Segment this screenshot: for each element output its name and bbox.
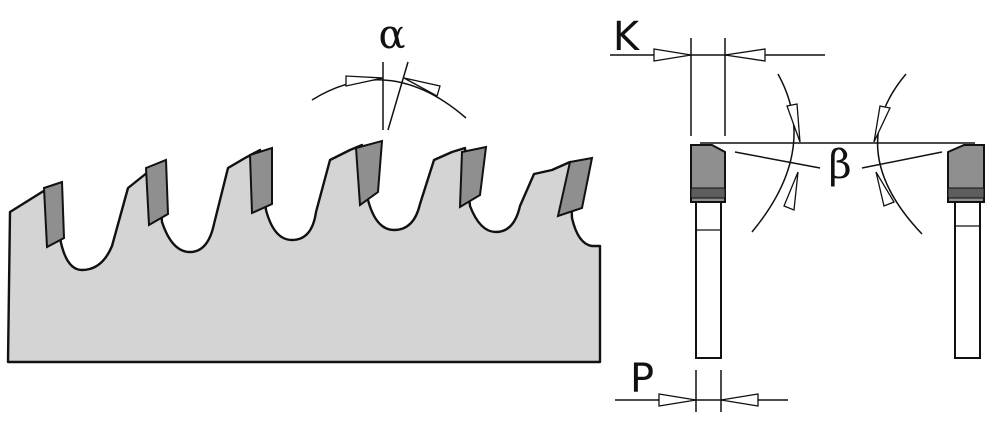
clearance-arrow-right-lower — [875, 171, 895, 207]
blade-plate-side-right — [954, 201, 981, 359]
rake-angle-indicator: α — [311, 12, 467, 131]
carbide-tip-band-right — [947, 187, 985, 199]
clearance-line-right — [861, 151, 943, 169]
clearance-arrow-left-lower — [783, 171, 799, 211]
rake-angle-label: α — [378, 12, 405, 58]
saw-blade-profile — [6, 139, 602, 364]
rake-angle-arc — [311, 79, 467, 119]
plate-thickness-label: P — [630, 356, 654, 402]
carbide-tooth — [556, 156, 594, 218]
plate-arrow-left — [658, 393, 697, 407]
blade-plate-side-left — [695, 201, 722, 359]
blade-body — [6, 143, 602, 364]
clearance-angle-label: β — [828, 142, 851, 188]
plate-thickness-dimension: P — [615, 356, 788, 412]
carbide-tip-band-left — [690, 187, 726, 199]
plate-arrow-right — [720, 393, 759, 407]
clearance-arrow-right-upper — [873, 105, 891, 143]
kerf-label: K — [613, 14, 641, 60]
rake-angle-tooth-line — [387, 61, 409, 131]
clearance-line-left — [734, 151, 821, 169]
kerf-dimension: K — [610, 14, 825, 136]
kerf-arrow-left — [653, 48, 692, 62]
kerf-arrow-right — [724, 48, 766, 62]
clearance-arc-left — [751, 73, 795, 233]
carbide-tooth — [354, 139, 384, 207]
rake-angle-arrow-right — [403, 77, 441, 97]
carbide-tooth — [248, 146, 273, 215]
tooth-side-view-left — [690, 142, 975, 359]
clearance-arc-right — [876, 73, 923, 235]
carbide-tooth — [458, 145, 488, 209]
carbide-tooth — [144, 158, 170, 227]
clearance-arrow-left-upper — [786, 103, 801, 143]
carbide-tooth — [42, 180, 66, 249]
rake-angle-arrow-left — [345, 75, 384, 87]
tooth-side-view-right — [947, 144, 985, 359]
clearance-angle-indicator: β — [734, 73, 943, 235]
